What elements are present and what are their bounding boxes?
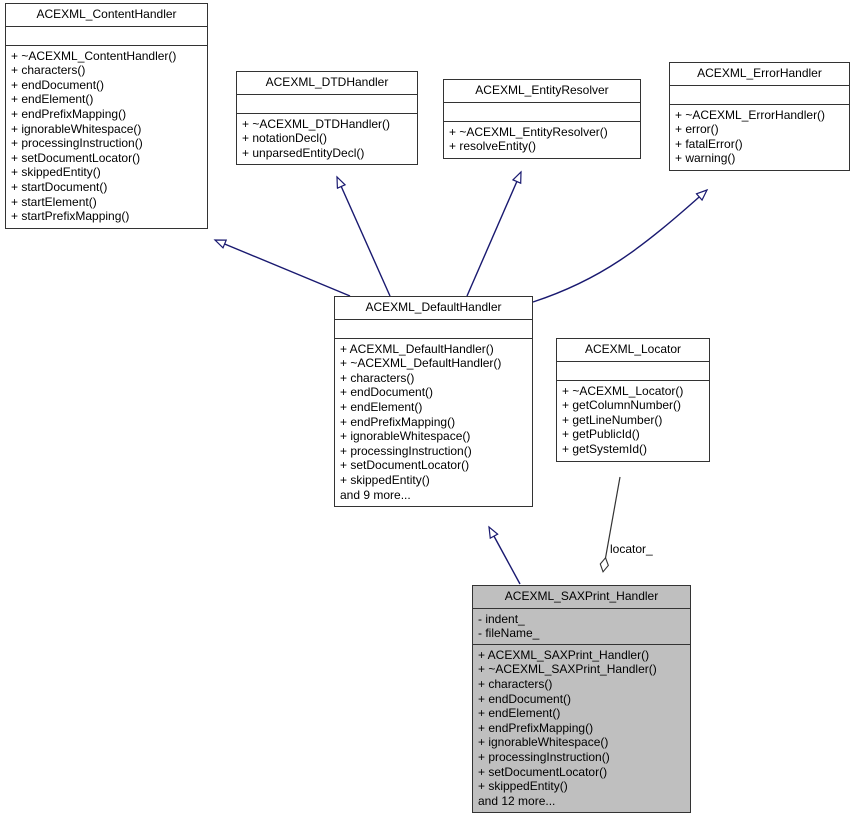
class-box-acexml-errorhandler[interactable]: ACEXML_ErrorHandler + ~ACEXML_ErrorHandl… (669, 62, 850, 171)
class-attributes-acexml-entityresolver (444, 103, 640, 122)
operation-row: + setDocumentLocator() (478, 764, 608, 779)
edge-defaulthandler-extends-contenthandler (215, 239, 351, 297)
operation-row: + fatalError() (675, 136, 743, 151)
class-operations-acexml-contenthandler: + ~ACEXML_ContentHandler() + characters(… (6, 46, 207, 228)
edge-saxprinthandler-extends-defaulthandler (489, 527, 521, 585)
class-attributes-acexml-dtdhandler (237, 95, 417, 114)
edge-defaulthandler-extends-entityresolver (466, 172, 522, 297)
class-title-acexml-contenthandler: ACEXML_ContentHandler (6, 4, 207, 27)
class-box-acexml-entityresolver[interactable]: ACEXML_EntityResolver + ~ACEXML_EntityRe… (443, 79, 641, 159)
operation-row: and 12 more... (478, 793, 556, 808)
class-attributes-acexml-defaulthandler (335, 320, 532, 339)
class-box-acexml-saxprint-handler[interactable]: ACEXML_SAXPrint_Handler - indent_ - file… (472, 585, 691, 814)
operation-row: + endElement() (11, 92, 94, 107)
attribute-row: - fileName_ (478, 626, 540, 641)
operation-row: + endPrefixMapping() (11, 106, 127, 121)
class-title-acexml-entityresolver: ACEXML_EntityResolver (444, 80, 640, 103)
operation-row: + getLineNumber() (562, 412, 663, 427)
operation-row: + getColumnNumber() (562, 398, 682, 413)
attribute-row: - indent_ (478, 611, 525, 626)
class-title-acexml-errorhandler: ACEXML_ErrorHandler (670, 63, 849, 86)
operation-row: + skippedEntity() (478, 779, 568, 794)
operation-row: + startElement() (11, 194, 97, 209)
class-operations-acexml-dtdhandler: + ~ACEXML_DTDHandler() + notationDecl() … (237, 114, 417, 165)
class-box-acexml-contenthandler[interactable]: ACEXML_ContentHandler + ~ACEXML_ContentH… (5, 3, 208, 229)
operation-row: + skippedEntity() (11, 165, 101, 180)
operation-row: and 9 more... (340, 487, 411, 502)
operation-row: + ~ACEXML_SAXPrint_Handler() (478, 662, 657, 677)
class-title-acexml-defaulthandler: ACEXML_DefaultHandler (335, 297, 532, 320)
class-title-acexml-saxprint-handler: ACEXML_SAXPrint_Handler (473, 586, 690, 609)
operation-row: + ~ACEXML_DTDHandler() (242, 116, 391, 131)
operation-row: + skippedEntity() (340, 472, 430, 487)
class-attributes-acexml-locator (557, 362, 709, 381)
operation-row: + ignorableWhitespace() (340, 429, 471, 444)
operation-row: + endPrefixMapping() (478, 720, 594, 735)
operation-row: + ~ACEXML_DefaultHandler() (340, 356, 502, 371)
operation-row: + getPublicId() (562, 427, 640, 442)
class-box-acexml-dtdhandler[interactable]: ACEXML_DTDHandler + ~ACEXML_DTDHandler()… (236, 71, 418, 166)
class-attributes-acexml-contenthandler (6, 27, 207, 46)
operation-row: + ACEXML_DefaultHandler() (340, 341, 494, 356)
class-title-acexml-dtdhandler: ACEXML_DTDHandler (237, 72, 417, 95)
operation-row: + ~ACEXML_Locator() (562, 383, 684, 398)
operation-row: + startPrefixMapping() (11, 209, 130, 224)
edge-defaulthandler-extends-dtdhandler (337, 177, 391, 297)
class-operations-acexml-errorhandler: + ~ACEXML_ErrorHandler() + error() + fat… (670, 105, 849, 170)
operation-row: + resolveEntity() (449, 139, 537, 154)
operation-row: + characters() (11, 63, 86, 78)
operation-row: + unparsedEntityDecl() (242, 145, 365, 160)
operation-row: + ignorableWhitespace() (478, 735, 609, 750)
operation-row: + warning() (675, 151, 736, 166)
class-box-acexml-locator[interactable]: ACEXML_Locator + ~ACEXML_Locator() + get… (556, 338, 710, 462)
operation-row: + characters() (478, 676, 553, 691)
operation-row: + getSystemId() (562, 441, 648, 456)
operation-row: + endDocument() (11, 77, 105, 92)
class-operations-acexml-defaulthandler: + ACEXML_DefaultHandler() + ~ACEXML_Defa… (335, 339, 532, 507)
operation-row: + processingInstruction() (340, 443, 472, 458)
operation-row: + characters() (340, 370, 415, 385)
operation-row: + ignorableWhitespace() (11, 121, 142, 136)
edge-label-locator: locator_ (610, 542, 653, 556)
class-operations-acexml-saxprint-handler: + ACEXML_SAXPrint_Handler() + ~ACEXML_SA… (473, 645, 690, 813)
operation-row: + ~ACEXML_EntityResolver() (449, 124, 608, 139)
operation-row: + setDocumentLocator() (11, 150, 141, 165)
class-operations-acexml-locator: + ~ACEXML_Locator() + getColumnNumber() … (557, 381, 709, 461)
class-title-acexml-locator: ACEXML_Locator (557, 339, 709, 362)
operation-row: + notationDecl() (242, 131, 328, 146)
operation-row: + endElement() (478, 706, 561, 721)
class-attributes-acexml-errorhandler (670, 86, 849, 105)
operation-row: + startDocument() (11, 179, 108, 194)
class-box-acexml-defaulthandler[interactable]: ACEXML_DefaultHandler + ACEXML_DefaultHa… (334, 296, 533, 508)
operation-row: + endDocument() (340, 385, 434, 400)
operation-row: + endElement() (340, 399, 423, 414)
operation-row: + ~ACEXML_ContentHandler() (11, 48, 177, 63)
class-attributes-acexml-saxprint-handler: - indent_ - fileName_ (473, 609, 690, 645)
operation-row: + processingInstruction() (478, 749, 610, 764)
operation-row: + ~ACEXML_ErrorHandler() (675, 107, 826, 122)
operation-row: + endPrefixMapping() (340, 414, 456, 429)
operation-row: + endDocument() (478, 691, 572, 706)
operation-row: + error() (675, 122, 719, 137)
edge-defaulthandler-extends-errorhandler (532, 190, 707, 303)
edge-saxprinthandler-aggregates-locator (603, 476, 621, 572)
operation-row: + processingInstruction() (11, 136, 143, 151)
operation-row: + ACEXML_SAXPrint_Handler() (478, 647, 650, 662)
operation-row: + setDocumentLocator() (340, 458, 470, 473)
class-operations-acexml-entityresolver: + ~ACEXML_EntityResolver() + resolveEnti… (444, 122, 640, 158)
